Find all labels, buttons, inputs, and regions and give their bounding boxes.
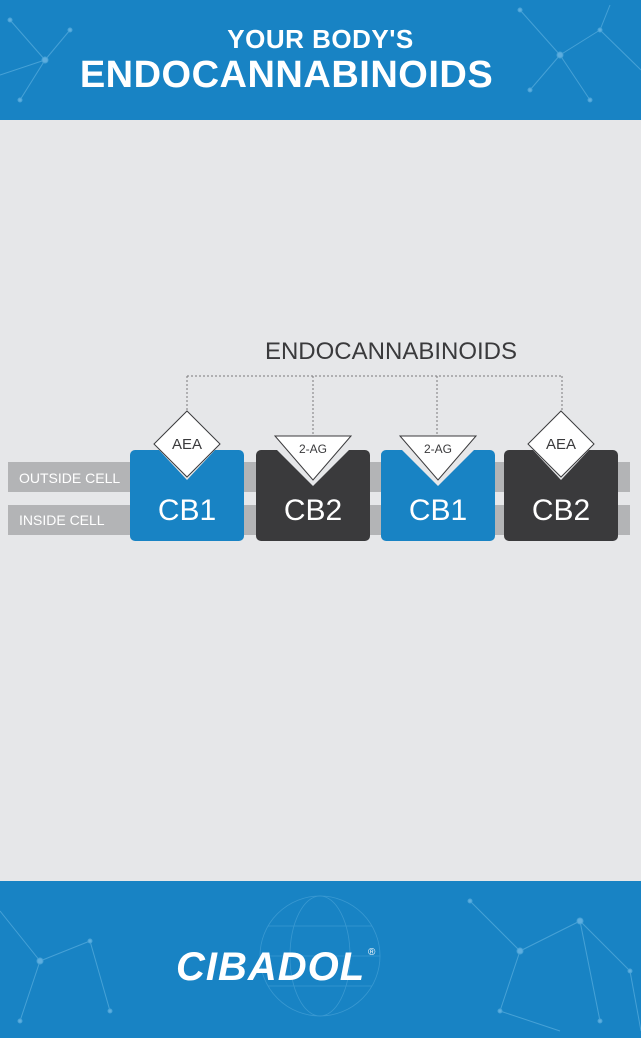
registered-mark: ®	[368, 947, 376, 958]
ligand-diamond	[527, 410, 595, 478]
globe-icon	[259, 895, 381, 1017]
network-pattern	[0, 4, 641, 103]
receptor-label: CB1	[158, 494, 216, 527]
inside-cell-label: INSIDE CELL	[19, 512, 105, 528]
ligand-triangle	[398, 435, 478, 481]
outside-cell-label: OUTSIDE CELL	[19, 470, 120, 486]
ligand-label: 2-AG	[424, 442, 452, 456]
receptor-label: CB2	[284, 494, 342, 527]
receptor-cb2	[504, 450, 618, 541]
receptor-label: CB2	[532, 494, 590, 527]
receptor-cb1	[381, 450, 495, 541]
ligand-triangle	[273, 435, 353, 481]
bracket-connector	[186, 375, 563, 436]
network-pattern	[0, 895, 641, 1032]
header-title-line2: ENDOCANNABINOIDS	[79, 54, 494, 96]
endocannabinoid-diagram: ENDOCANNABINOIDS OUTSIDE CELL INSIDE CEL…	[8, 338, 630, 541]
receptor-label: CB1	[409, 494, 467, 527]
ligand-label: AEA	[172, 436, 202, 453]
ligand-diamond	[153, 410, 221, 478]
diagram-title: ENDOCANNABINOIDS	[265, 338, 517, 365]
receptor-group: AEA CB1 2-AG CB2 2-AG CB1 AEA CB2	[130, 410, 618, 541]
footer-banner	[0, 881, 641, 1038]
ligand-label: 2-AG	[299, 442, 327, 456]
receptor-cb1	[130, 450, 244, 541]
receptor-cb2	[256, 450, 370, 541]
ligand-label: AEA	[546, 436, 576, 453]
cibadol-logo: CIBADOL	[176, 945, 366, 989]
header-title-line1: YOUR BODY'S	[227, 24, 414, 54]
header-banner: YOUR BODY'S ENDOCANNABINOIDS	[0, 0, 641, 120]
